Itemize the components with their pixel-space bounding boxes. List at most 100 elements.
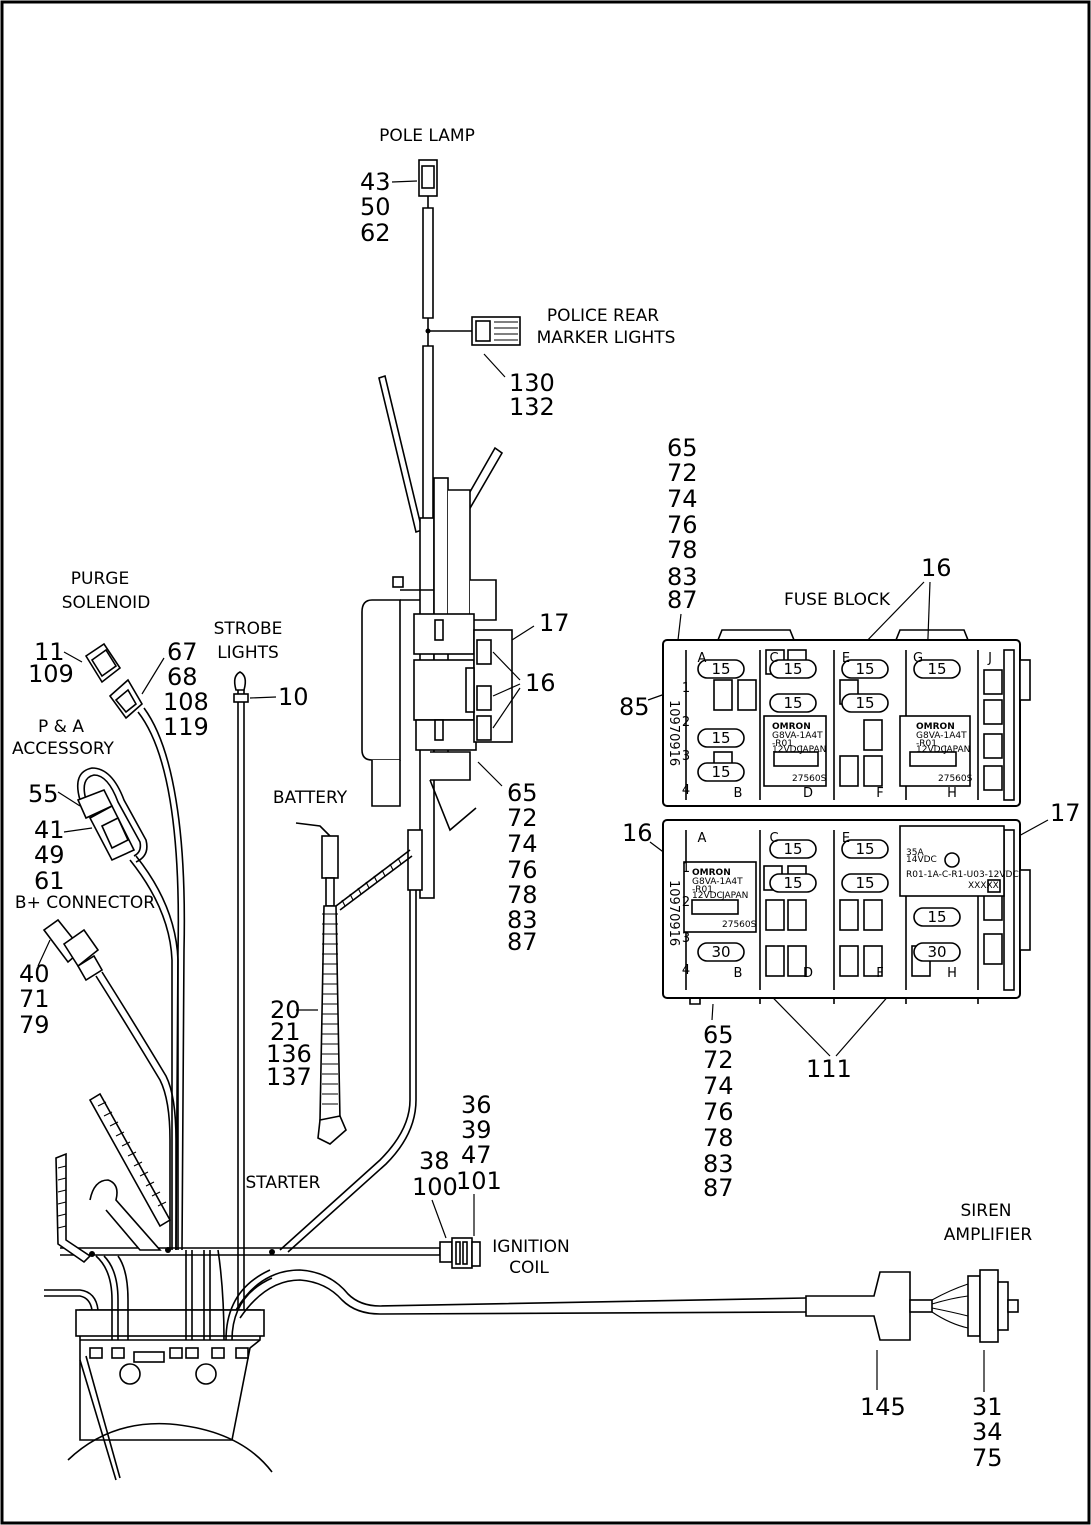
ignition-label-1: IGNITION — [492, 1237, 569, 1257]
relay-l1-origin: JAPAN — [721, 891, 748, 901]
callout-siren-conn-2: 34 — [972, 1418, 1003, 1446]
callout-ignition-b-2: 39 — [461, 1116, 492, 1144]
fuse-upper-2: 15 — [783, 660, 802, 678]
callout-pole-lamp-2: 50 — [360, 193, 391, 221]
fuse-icon — [841, 659, 889, 679]
callout-strobe-10: 10 — [278, 683, 309, 711]
fuse-upper-8: 15 — [711, 763, 730, 781]
callout-center-17: 17 — [539, 609, 570, 637]
callout-center-stack-3: 74 — [507, 830, 538, 858]
callout-center-stack-6: 83 — [507, 906, 538, 934]
fuse-icon — [913, 659, 961, 679]
fuse-lower-row-1: 1 — [682, 861, 690, 876]
relay-u1-suffix: -R01 — [772, 739, 793, 749]
fuse-upper-col-f: F — [876, 786, 883, 801]
relay-l2-model: R01-1A-C-R1-U03-12VDC — [906, 870, 1019, 880]
callout-fuse-top-7: 87 — [667, 586, 698, 614]
callout-starter-cable-4: 137 — [266, 1063, 312, 1091]
callout-ignition-b-1: 36 — [461, 1091, 492, 1119]
callout-siren-conn-1: 31 — [972, 1393, 1003, 1421]
purge-label-1: PURGE — [71, 569, 129, 589]
callout-fuse-top-1: 65 — [667, 434, 698, 462]
fuse-icon — [769, 693, 817, 713]
fuse-upper-6: 15 — [855, 694, 874, 712]
fuse-icon — [769, 873, 817, 893]
fuse-lower-col-f: F — [876, 966, 883, 981]
callout-purge-conn-3: 108 — [163, 688, 209, 716]
ignition-coil-connector — [439, 1237, 481, 1269]
pa-accessory-connector — [76, 767, 179, 1250]
callout-starter-cable-2: 21 — [270, 1018, 301, 1046]
fuse-upper-row-4: 4 — [682, 783, 690, 798]
fuse-upper-7: 15 — [711, 729, 730, 747]
strobe-label-1: STROBE — [214, 619, 283, 639]
callout-fuse-bottom-1: 65 — [703, 1021, 734, 1049]
relay-l1-code: 27560S — [722, 920, 757, 930]
callout-ignition-a-2: 100 — [412, 1173, 458, 1201]
callout-fuse-16-lower: 16 — [622, 819, 653, 847]
siren-label-2: AMPLIFIER — [944, 1225, 1033, 1245]
battery-label: BATTERY — [273, 788, 348, 808]
callout-fuse-top-2: 72 — [667, 459, 698, 487]
fuse-upper-col-g: G — [913, 651, 923, 666]
callout-starter-cable-1: 20 — [270, 996, 301, 1024]
callout-ignition-b-3: 47 — [461, 1141, 492, 1169]
b-plus-connector — [42, 918, 177, 1250]
siren-amplifier-connector — [235, 1269, 1019, 1343]
callout-fuse-top-4: 76 — [667, 511, 698, 539]
fuse-lower-6: 30 — [711, 943, 730, 961]
callout-ignition-a-1: 38 — [419, 1147, 450, 1175]
harness-base — [44, 1092, 275, 1481]
fuse-upper-col-d: D — [803, 786, 813, 801]
callout-pa-conn-3: 61 — [34, 867, 65, 895]
relay-l1-volt: 12VDC — [692, 891, 723, 901]
main-harness-trunk — [60, 690, 441, 1340]
callout-center-stack-7: 87 — [507, 928, 538, 956]
callout-fuse-17: 17 — [1050, 799, 1081, 827]
relay-l1-brand: OMRON — [692, 868, 731, 878]
callout-pa-55: 55 — [28, 780, 59, 808]
callout-fuse-bottom-5: 78 — [703, 1124, 734, 1152]
center-bracket-assembly — [361, 374, 513, 899]
pa-label-2: ACCESSORY — [12, 739, 114, 759]
purge-label-2: SOLENOID — [62, 593, 151, 613]
fuse-upper-4: 15 — [927, 660, 946, 678]
callout-police-rear-2: 132 — [509, 393, 555, 421]
fuse-block-upper — [662, 629, 1031, 807]
callout-fuse-top-3: 74 — [667, 485, 698, 513]
fuse-lower-col-h: H — [947, 966, 957, 981]
callout-siren-conn-3: 75 — [972, 1444, 1003, 1472]
fuse-lower-4: 15 — [855, 874, 874, 892]
fuse-block-label: FUSE BLOCK — [784, 590, 891, 610]
callout-purge-11: 11 — [34, 638, 65, 666]
callout-b-plus-3: 79 — [19, 1011, 50, 1039]
callout-fuse-bottom-6: 83 — [703, 1150, 734, 1178]
fuse-upper-row-1: 1 — [682, 681, 690, 696]
callout-fuse-bottom-2: 72 — [703, 1046, 734, 1074]
fuse-icon — [913, 942, 961, 962]
callout-fuse-top-6: 83 — [667, 563, 698, 591]
callout-pa-conn-1: 41 — [34, 816, 65, 844]
police-rear-marker-connector — [428, 316, 521, 346]
purge-solenoid-connector — [84, 642, 186, 1251]
callout-b-plus-2: 71 — [19, 985, 50, 1013]
callout-ignition-b-4: 101 — [456, 1167, 502, 1195]
callout-starter-cable-3: 136 — [266, 1040, 312, 1068]
fuse-lower-7: 30 — [927, 943, 946, 961]
fuse-icon — [841, 839, 889, 859]
callout-fuse-85: 85 — [619, 693, 650, 721]
fuse-lower-col-b: B — [734, 966, 743, 981]
callout-fuse-top-5: 78 — [667, 536, 698, 564]
relay-u2-suffix: -R01 — [916, 739, 937, 749]
fuse-upper-col-h: H — [947, 786, 957, 801]
fuse-upper-col-j: J — [987, 651, 992, 666]
pole-lamp-label: POLE LAMP — [379, 126, 475, 146]
relay-u2-volt: 12VDC — [916, 745, 947, 755]
relay-l1-suffix: -R01 — [692, 885, 713, 895]
fuse-icon — [841, 873, 889, 893]
relay-u2-model: G8VA-1A4T — [916, 731, 967, 741]
fuse-lower-col-e: E — [842, 831, 850, 846]
police-rear-label-2: MARKER LIGHTS — [537, 328, 676, 348]
fuse-icon — [697, 659, 745, 679]
